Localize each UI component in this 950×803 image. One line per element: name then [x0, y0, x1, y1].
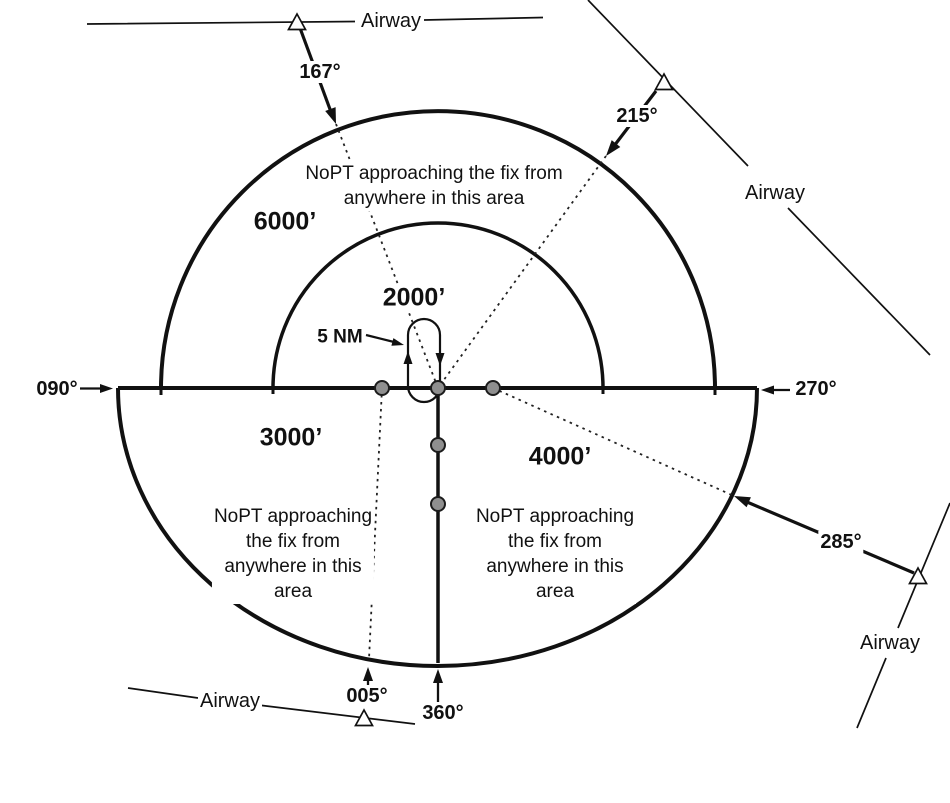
bearing-label-215: 215°	[614, 105, 660, 127]
airway-label-top: Airway	[358, 10, 424, 32]
fix-dot-west	[374, 380, 390, 396]
airway-label-bottom-right: Airway	[857, 632, 923, 654]
waypoint-triangles	[287, 12, 928, 727]
waypoint-triangle-top-right-icon	[654, 72, 674, 91]
arc-end-ticks	[159, 388, 717, 395]
bearing-label-360: 360°	[420, 702, 466, 724]
bearing-label-090: 090°	[34, 378, 80, 400]
dotted-line-215	[437, 155, 607, 389]
altitude-label-2000: 2000’	[380, 283, 448, 312]
airway-line-bottom-left	[127, 687, 416, 725]
dotted-line-167	[335, 123, 439, 389]
fix-dot-center	[430, 380, 446, 396]
holding-arrow-up-icon	[403, 351, 413, 364]
dotted-line-005	[368, 387, 383, 660]
nopt-note-bottom-right: NoPT approaching the fix from anywhere i…	[473, 504, 637, 604]
nopt-note-bl-line1: NoPT approaching	[213, 504, 373, 529]
airway-line-bottom-right	[856, 502, 950, 729]
nopt-note-br-line3: anywhere in this	[475, 554, 635, 579]
arrow-360-head-icon	[433, 669, 443, 683]
airway-line-top	[86, 16, 544, 25]
bearing-label-270: 270°	[793, 378, 839, 400]
arrow-5nm-shaft	[365, 333, 395, 344]
bearing-label-285: 285°	[818, 531, 864, 553]
nopt-note-bl-line2: the fix from	[213, 529, 373, 554]
waypoint-triangle-top-icon	[287, 12, 307, 31]
nopt-note-bottom-left: NoPT approaching the fix from anywhere i…	[211, 504, 375, 604]
waypoint-triangle-bottom-left-icon	[354, 708, 374, 727]
holding-radius-label: 5 NM	[315, 326, 365, 349]
airway-line-top-right	[587, 0, 931, 356]
arrow-285-head-icon	[734, 496, 751, 508]
arrow-005-head-icon	[363, 667, 373, 681]
altitude-label-4000: 4000’	[526, 442, 594, 471]
altitude-label-3000: 3000’	[257, 423, 325, 452]
arrow-167-head-icon	[325, 107, 336, 124]
airway-label-top-right: Airway	[742, 182, 808, 204]
bearing-label-005: 005°	[344, 685, 390, 707]
arrow-090-head-icon	[100, 384, 113, 393]
fix-dot-south2	[430, 496, 446, 512]
bearing-label-167: 167°	[297, 61, 343, 83]
holding-racetrack	[406, 317, 442, 404]
nopt-note-top-line1: NoPT approaching the fix from	[305, 161, 563, 186]
holding-pattern	[403, 317, 445, 404]
nopt-note-br-line1: NoPT approaching	[475, 504, 635, 529]
outer-sector-arc	[159, 109, 717, 389]
nopt-note-bl-line4: area	[213, 579, 373, 604]
nopt-note-top-line2: anywhere in this area	[305, 186, 563, 211]
nopt-note-br-line4: area	[475, 579, 635, 604]
nopt-note-br-line2: the fix from	[475, 529, 635, 554]
altitude-label-6000: 6000’	[251, 207, 319, 236]
waypoint-triangle-bottom-right-icon	[908, 566, 928, 585]
arrow-5nm-head-icon	[391, 338, 404, 346]
feeder-dotted-lines	[335, 123, 735, 660]
bottom-sector-arc	[116, 387, 759, 668]
nopt-note-bl-line3: anywhere in this	[213, 554, 373, 579]
airway-lines	[86, 0, 950, 729]
fix-dots	[374, 380, 501, 512]
inner-sector-arc	[271, 221, 605, 389]
fix-dot-south1	[430, 437, 446, 453]
arrow-270-head-icon	[761, 385, 774, 395]
airway-label-bottom-left: Airway	[197, 690, 263, 712]
nopt-note-top: NoPT approaching the fix from anywhere i…	[303, 161, 565, 211]
arrow-215-head-icon	[606, 140, 621, 156]
fix-dot-east	[485, 380, 501, 396]
dotted-line-285	[492, 387, 735, 497]
holding-arrow-down-icon	[435, 353, 445, 366]
